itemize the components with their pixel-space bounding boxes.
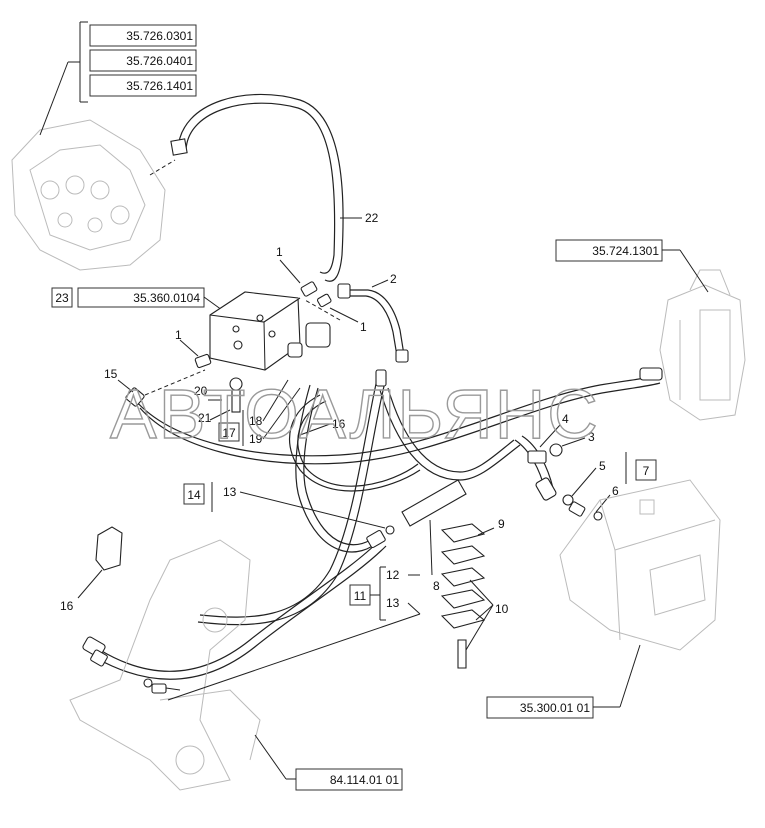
- callout-14: 14: [183, 483, 205, 505]
- fitting-lower: [143, 678, 181, 694]
- clamps-9-10: [440, 523, 486, 669]
- valve-block: [209, 291, 331, 371]
- svg-text:11: 11: [354, 589, 367, 603]
- main-valve-illustration: [659, 269, 746, 421]
- svg-text:5: 5: [599, 459, 606, 473]
- svg-text:10: 10: [495, 602, 509, 616]
- svg-text:20: 20: [194, 384, 208, 398]
- hose-22: [170, 93, 344, 282]
- hose-16-center: [289, 394, 421, 492]
- loader-arm-illustration: [69, 539, 261, 791]
- fitting-1-left: [194, 353, 212, 369]
- svg-text:18: 18: [249, 414, 263, 428]
- bolt-21: [229, 377, 243, 413]
- control-valve-illustration: [11, 119, 166, 271]
- callout-23: 23: [51, 287, 73, 308]
- grip-16: [95, 526, 123, 571]
- ref-box-84-114-01-01: 84.114.01 01: [295, 768, 403, 791]
- svg-text:4: 4: [562, 412, 569, 426]
- fitting-1-top: [300, 281, 332, 308]
- svg-text:19: 19: [249, 432, 263, 446]
- hose-12: [82, 529, 387, 680]
- svg-text:1: 1: [276, 245, 283, 259]
- ref-box-35-726-1401: 35.726.1401: [89, 74, 197, 97]
- svg-text:84.114.01 01: 84.114.01 01: [330, 773, 400, 787]
- svg-text:9: 9: [498, 517, 505, 531]
- svg-text:1: 1: [175, 328, 182, 342]
- hose-13: [197, 369, 387, 626]
- callout-11: 11: [349, 584, 371, 606]
- svg-text:35.726.0401: 35.726.0401: [126, 54, 193, 68]
- svg-text:22: 22: [365, 211, 379, 225]
- fitting-5-6: [562, 494, 603, 521]
- svg-text:13: 13: [223, 485, 237, 499]
- callout-7: 7: [635, 459, 657, 481]
- hose-15-16: [125, 367, 663, 465]
- svg-text:35.360.0104: 35.360.0104: [133, 291, 200, 305]
- pipe-8: [401, 479, 467, 527]
- svg-text:1: 1: [360, 320, 367, 334]
- svg-text:35.724.1301: 35.724.1301: [592, 244, 659, 258]
- tank-illustration: [559, 479, 721, 651]
- fitting-4: [527, 450, 547, 464]
- svg-text:16: 16: [332, 417, 346, 431]
- watermark: АВТОАЛЬЯНС: [110, 375, 600, 453]
- ref-box-35-726-0401: 35.726.0401: [89, 49, 197, 72]
- svg-text:35.300.01 01: 35.300.01 01: [520, 701, 590, 715]
- svg-text:15: 15: [104, 367, 118, 381]
- svg-text:21: 21: [198, 411, 212, 425]
- svg-text:13: 13: [386, 596, 400, 610]
- svg-text:12: 12: [386, 568, 400, 582]
- svg-text:23: 23: [55, 291, 69, 305]
- ref-box-35-300-01-01: 35.300.01 01: [486, 696, 594, 719]
- svg-text:17: 17: [222, 426, 236, 440]
- svg-text:2: 2: [390, 272, 397, 286]
- svg-text:3: 3: [588, 430, 595, 444]
- svg-text:35.726.1401: 35.726.1401: [126, 79, 193, 93]
- ref-box-35-726-0301: 35.726.0301: [89, 24, 197, 47]
- pipe-2: [337, 283, 409, 363]
- callout-17: 17: [218, 422, 240, 442]
- ref-box-35-724-1301: 35.724.1301: [555, 239, 663, 262]
- svg-text:16: 16: [60, 599, 74, 613]
- svg-text:14: 14: [187, 488, 201, 502]
- ref-box-35-360-0104: 35.360.0104: [77, 287, 205, 308]
- svg-text:6: 6: [612, 484, 619, 498]
- svg-text:35.726.0301: 35.726.0301: [126, 29, 193, 43]
- svg-text:8: 8: [433, 579, 440, 593]
- fitting-3: [549, 443, 563, 457]
- svg-text:7: 7: [643, 464, 650, 478]
